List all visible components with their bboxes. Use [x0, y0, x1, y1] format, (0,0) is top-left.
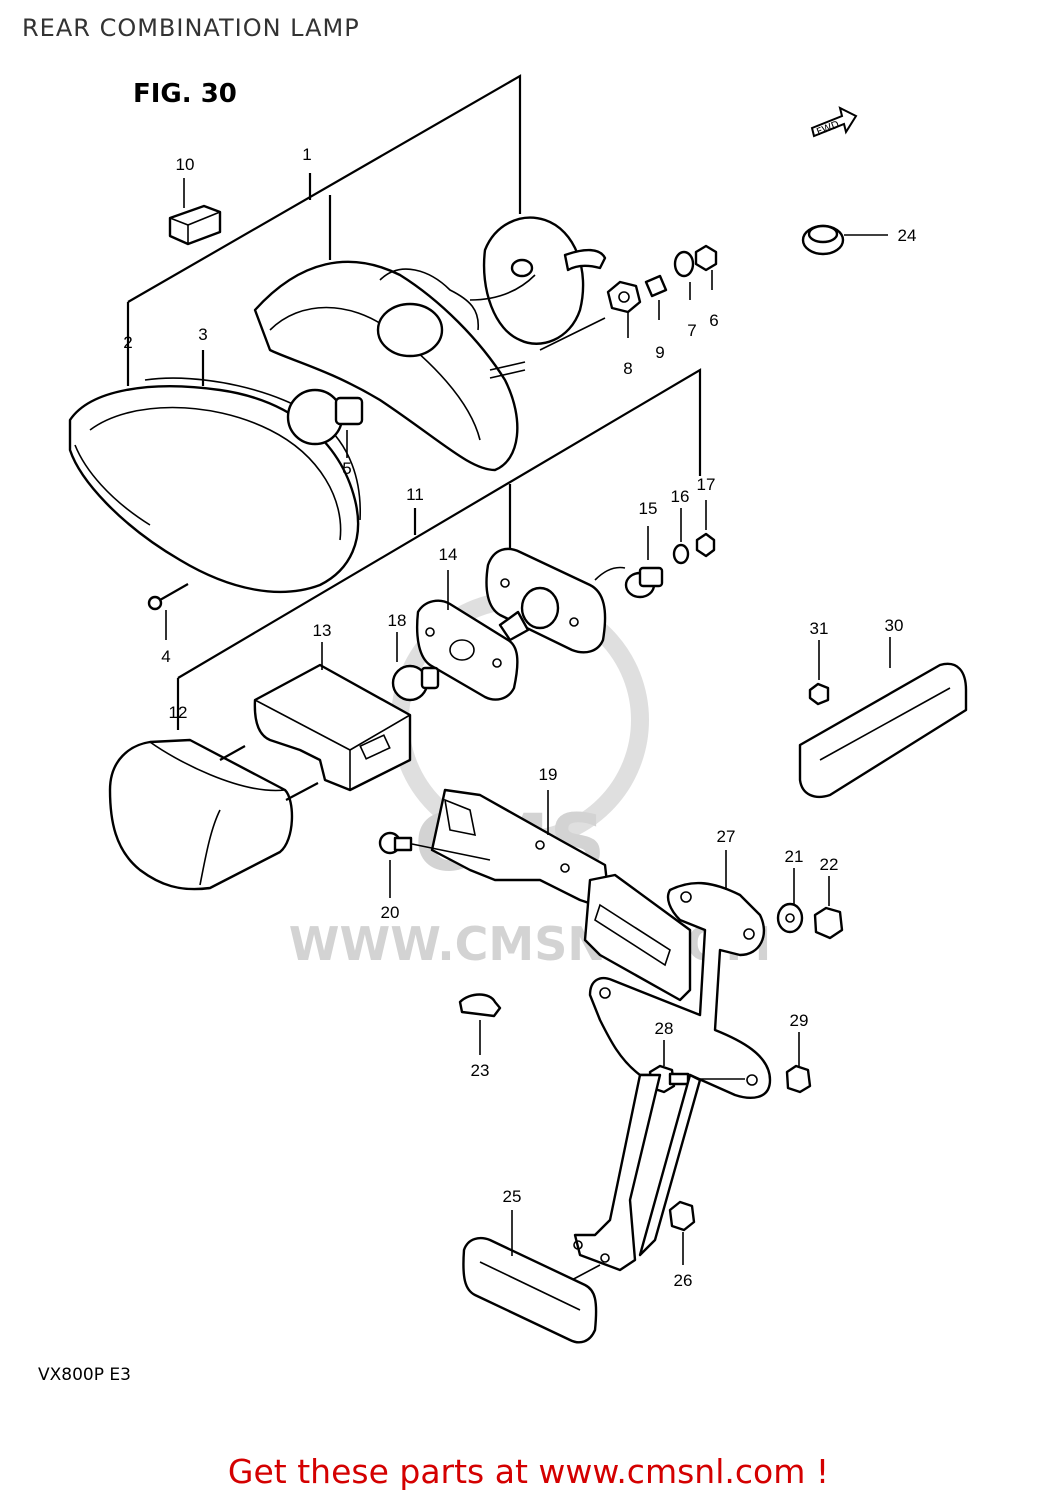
part-13-cover: [253, 642, 412, 792]
part-2-lens: [68, 377, 361, 594]
part-label-7: 7: [687, 321, 696, 340]
part-11-license-lamp: [485, 547, 626, 654]
part-label-3: 3: [198, 325, 207, 344]
lower-arm-bracket: [567, 1073, 702, 1283]
part-label-8: 8: [623, 359, 632, 378]
figure-label: FIG. 30: [133, 79, 237, 109]
footer-link-text[interactable]: Get these parts at www.cmsnl.com !: [227, 1452, 830, 1491]
part-24-grommet: [801, 224, 888, 256]
part-12-lamp: [108, 738, 319, 891]
part-20-bolt: [378, 831, 491, 898]
part-label-22: 22: [820, 855, 839, 874]
fasteners-21-22: [776, 868, 844, 940]
part-label-27: 27: [717, 827, 736, 846]
part-label-26: 26: [674, 1271, 693, 1290]
fasteners-6-9: [539, 244, 718, 351]
part-4-screw: [147, 583, 189, 640]
forward-arrow-icon: FWD: [810, 106, 858, 138]
part-23-clip: [458, 993, 502, 1055]
part-14-gasket: [416, 570, 519, 701]
part-label-1: 1: [302, 145, 311, 164]
part-30-reflector: [798, 637, 968, 799]
part-label-11: 11: [406, 485, 424, 504]
part-label-19: 19: [539, 765, 558, 784]
part-26-nut: [668, 1200, 696, 1265]
part-label-4: 4: [161, 647, 170, 666]
part-10-cap: [168, 178, 222, 246]
part-number-labels: 1 2 3 4 5 6 7 8 9 10 11 12 13 14 15 16 1…: [123, 145, 916, 1290]
part-25-reflector: [462, 1210, 598, 1344]
fasteners-15-17: [624, 500, 716, 599]
part-label-29: 29: [790, 1011, 809, 1030]
part-label-13: 13: [313, 621, 332, 640]
part-label-10: 10: [176, 155, 195, 174]
part-label-17: 17: [697, 475, 716, 494]
part-label-31: 31: [810, 619, 829, 638]
part-label-25: 25: [503, 1187, 522, 1206]
part-label-18: 18: [388, 611, 407, 630]
assembly-bracket-11: [176, 368, 702, 730]
part-label-23: 23: [471, 1061, 490, 1080]
part-label-2: 2: [123, 333, 132, 352]
part-label-5: 5: [342, 459, 351, 478]
part-label-20: 20: [381, 903, 400, 922]
part-label-24: 24: [898, 226, 917, 245]
part-label-16: 16: [671, 487, 690, 506]
part-label-9: 9: [655, 343, 664, 362]
part-label-28: 28: [655, 1019, 674, 1038]
part-1-lamp-housing: [253, 216, 607, 472]
part-27-plate-bracket: [583, 850, 772, 1099]
part-label-15: 15: [639, 499, 658, 518]
part-18-bulb: [391, 632, 440, 702]
model-code: VX800P E3: [38, 1365, 131, 1385]
part-label-30: 30: [885, 616, 904, 635]
forward-arrow-text: FWD: [815, 119, 841, 138]
part-label-12: 12: [169, 703, 188, 722]
part-label-6: 6: [709, 311, 718, 330]
page-title: REAR COMBINATION LAMP: [22, 14, 360, 42]
part-5-bulb: [286, 388, 364, 458]
part-label-14: 14: [439, 545, 458, 564]
part-label-21: 21: [785, 847, 804, 866]
